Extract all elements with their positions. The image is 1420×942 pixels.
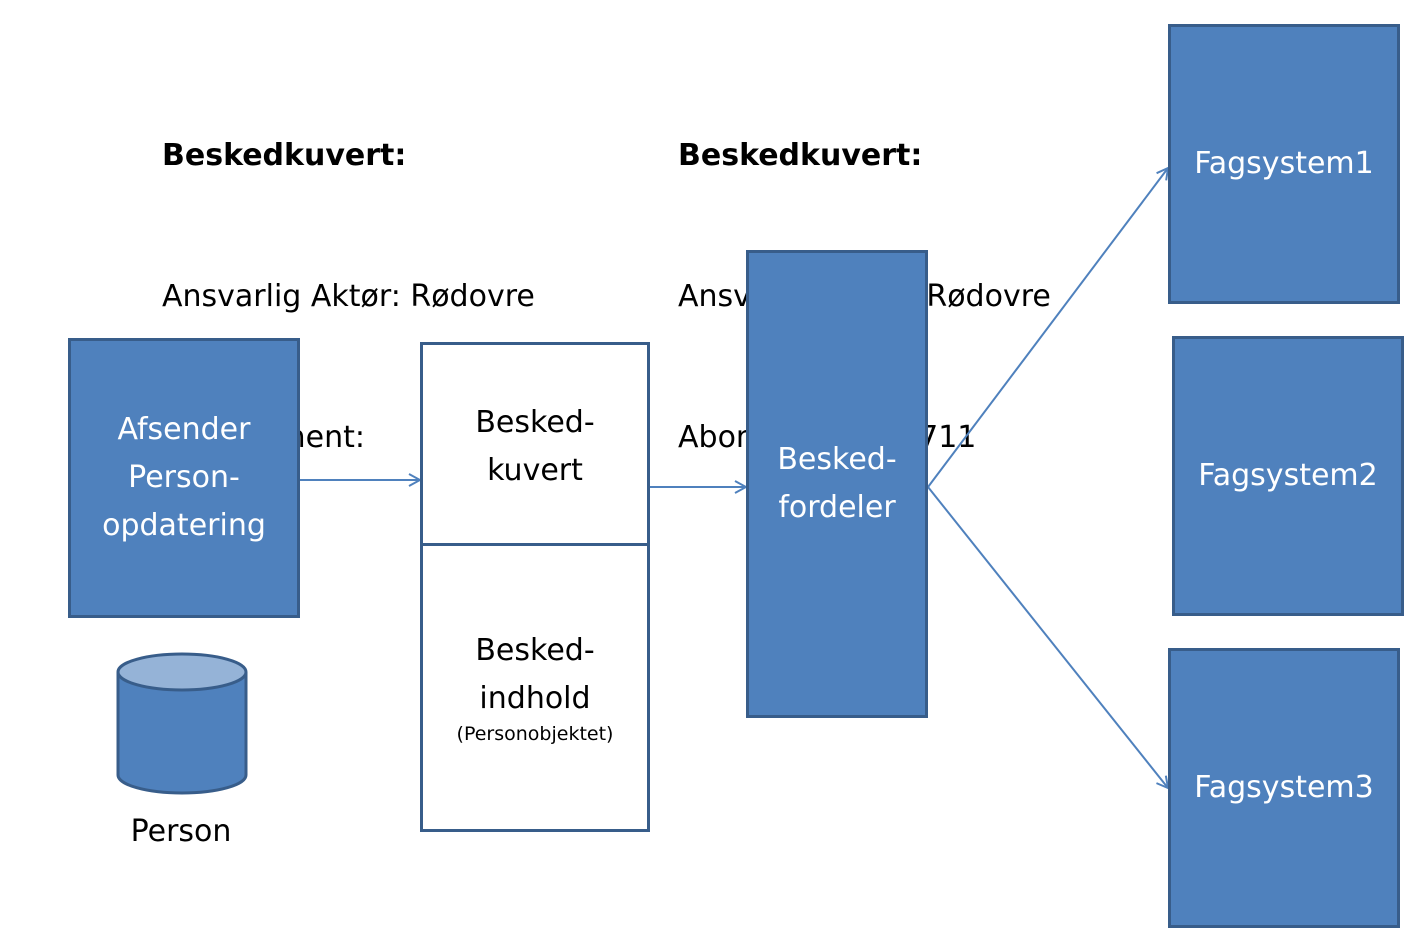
message-content-label: Besked- indhold xyxy=(423,627,647,723)
envelope-header-section: Besked- kuvert xyxy=(423,345,647,546)
distributor-label-line1: Besked- xyxy=(777,442,897,477)
envelope-info-right-heading: Beskedkuvert: xyxy=(678,138,923,173)
envelope-info-left-actor: Ansvarlig Aktør: Rødovre xyxy=(162,279,535,314)
sender-label-line2: Person- xyxy=(128,460,240,495)
distributor-label-line2: fordeler xyxy=(778,490,896,525)
fagsystem3-box: Fagsystem3 xyxy=(1168,648,1400,928)
sender-label-line3: opdatering xyxy=(102,508,266,543)
message-content-note: (Personobjektet) xyxy=(456,723,614,745)
message-content-line1: Besked- xyxy=(475,633,595,668)
message-content-line2: indhold xyxy=(479,681,591,716)
message-envelope: Besked- kuvert Besked- indhold (Personob… xyxy=(420,342,650,832)
fagsystem1-label: Fagsystem1 xyxy=(1194,146,1374,181)
fagsystem1-box: Fagsystem1 xyxy=(1168,24,1400,304)
fagsystem2-box: Fagsystem2 xyxy=(1172,336,1404,616)
envelope-info-left-heading: Beskedkuvert: xyxy=(162,138,407,173)
arrow-distributor-to-fagsystem3 xyxy=(927,486,1168,788)
database-icon xyxy=(116,652,248,795)
arrow-distributor-to-fagsystem1 xyxy=(927,168,1168,488)
sender-label-line1: Afsender xyxy=(117,412,251,447)
fagsystem3-label: Fagsystem3 xyxy=(1194,770,1374,805)
envelope-header-line2: kuvert xyxy=(487,453,583,488)
distributor-box: Besked- fordeler xyxy=(746,250,928,718)
fagsystem2-label: Fagsystem2 xyxy=(1198,458,1378,493)
person-db-label: Person xyxy=(130,814,232,849)
envelope-header-line1: Besked- xyxy=(475,405,595,440)
envelope-header-label: Besked- kuvert xyxy=(423,399,647,495)
sender-box: Afsender Person- opdatering xyxy=(68,338,300,618)
